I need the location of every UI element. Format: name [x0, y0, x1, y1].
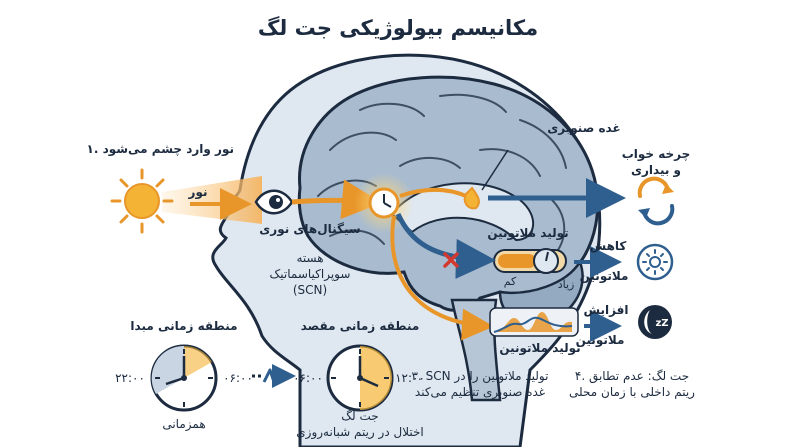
dest-zone-label: منطقه زمانی مقصد	[301, 319, 420, 333]
x-mark-icon	[443, 252, 459, 268]
dest-time-right: ۱۲:۰۰	[395, 371, 425, 385]
sun-day-icon	[636, 243, 674, 281]
light-beam	[162, 176, 262, 224]
light-label: نور	[188, 185, 208, 200]
eye-icon	[254, 189, 294, 215]
decrease-label: کاهش	[590, 239, 627, 253]
pineal-label: غده صنوبری	[547, 121, 620, 136]
jetlag-label-line1: جت لگ	[341, 409, 378, 423]
flight-arrow-icon	[252, 364, 296, 388]
step4-line1: ۴. جت لگ: عدم تطابق	[575, 369, 689, 384]
step4-line2: ریتم داخلی با زمان محلی	[569, 385, 695, 400]
sleep-wake-line1: چرخه خواب	[622, 147, 691, 162]
dest-time-left: ۰۶:۰۰	[293, 371, 323, 385]
step1-label: ۱. نور وارد چشم می‌شود	[87, 142, 235, 157]
page-title: مکانیسم بیولوژیکی جت لگ	[258, 15, 538, 40]
origin-time-left: ۲۲:۰۰	[115, 371, 145, 385]
more-label: زیاد	[558, 278, 575, 291]
melatonin-gauge	[493, 248, 567, 274]
step3-line1: ۳. SCN تولید ملاتونین را در	[412, 369, 549, 384]
melatonin-production-top: تولید ملاتونین	[487, 226, 568, 241]
dest-clock	[326, 344, 394, 412]
sleep-wake-line2: و بیداری	[631, 163, 681, 178]
increase-label: افزایش	[583, 303, 628, 317]
scn-label-line1: هسته	[296, 251, 323, 265]
cycle-icon	[637, 176, 675, 226]
origin-time-right: ۰۶:۰۰	[223, 371, 253, 385]
pineal-pointer	[481, 149, 509, 191]
pineal-gland-shape	[463, 186, 480, 210]
scn-label-line2: سوپراکیاسماتیک	[270, 267, 351, 282]
moon-sleep-icon: zZ	[638, 305, 672, 339]
origin-clock	[150, 344, 218, 412]
step3-line2: غده صنوبری تنظیم می‌کند	[415, 385, 545, 400]
scn-label-line3: (SCN)	[293, 283, 327, 297]
sun-icon	[110, 168, 174, 234]
melatonin-production-bottom: تولید ملاتونین	[499, 341, 580, 356]
jetlag-label-line2: اختلال در ریتم شبانه‌روزی	[296, 425, 423, 440]
synchronized-label: همزمانی	[162, 417, 205, 432]
melatonin-wave	[489, 307, 579, 337]
melatonin-label-2: ملاتونین	[576, 333, 625, 348]
suppression-path	[395, 212, 496, 279]
origin-zone-label: منطقه زمانی مبدا	[130, 319, 237, 333]
light-signals-label: سیگنال‌های نوری	[259, 222, 360, 237]
scn-to-pineal-path	[399, 187, 467, 198]
scn-to-melatonin-path	[390, 215, 494, 341]
melatonin-label-1: ملاتونین	[580, 269, 629, 284]
clock-icon	[368, 187, 400, 219]
svg-text:zZ: zZ	[655, 318, 668, 329]
less-label: کم	[504, 275, 517, 288]
brain-folds	[317, 93, 567, 251]
